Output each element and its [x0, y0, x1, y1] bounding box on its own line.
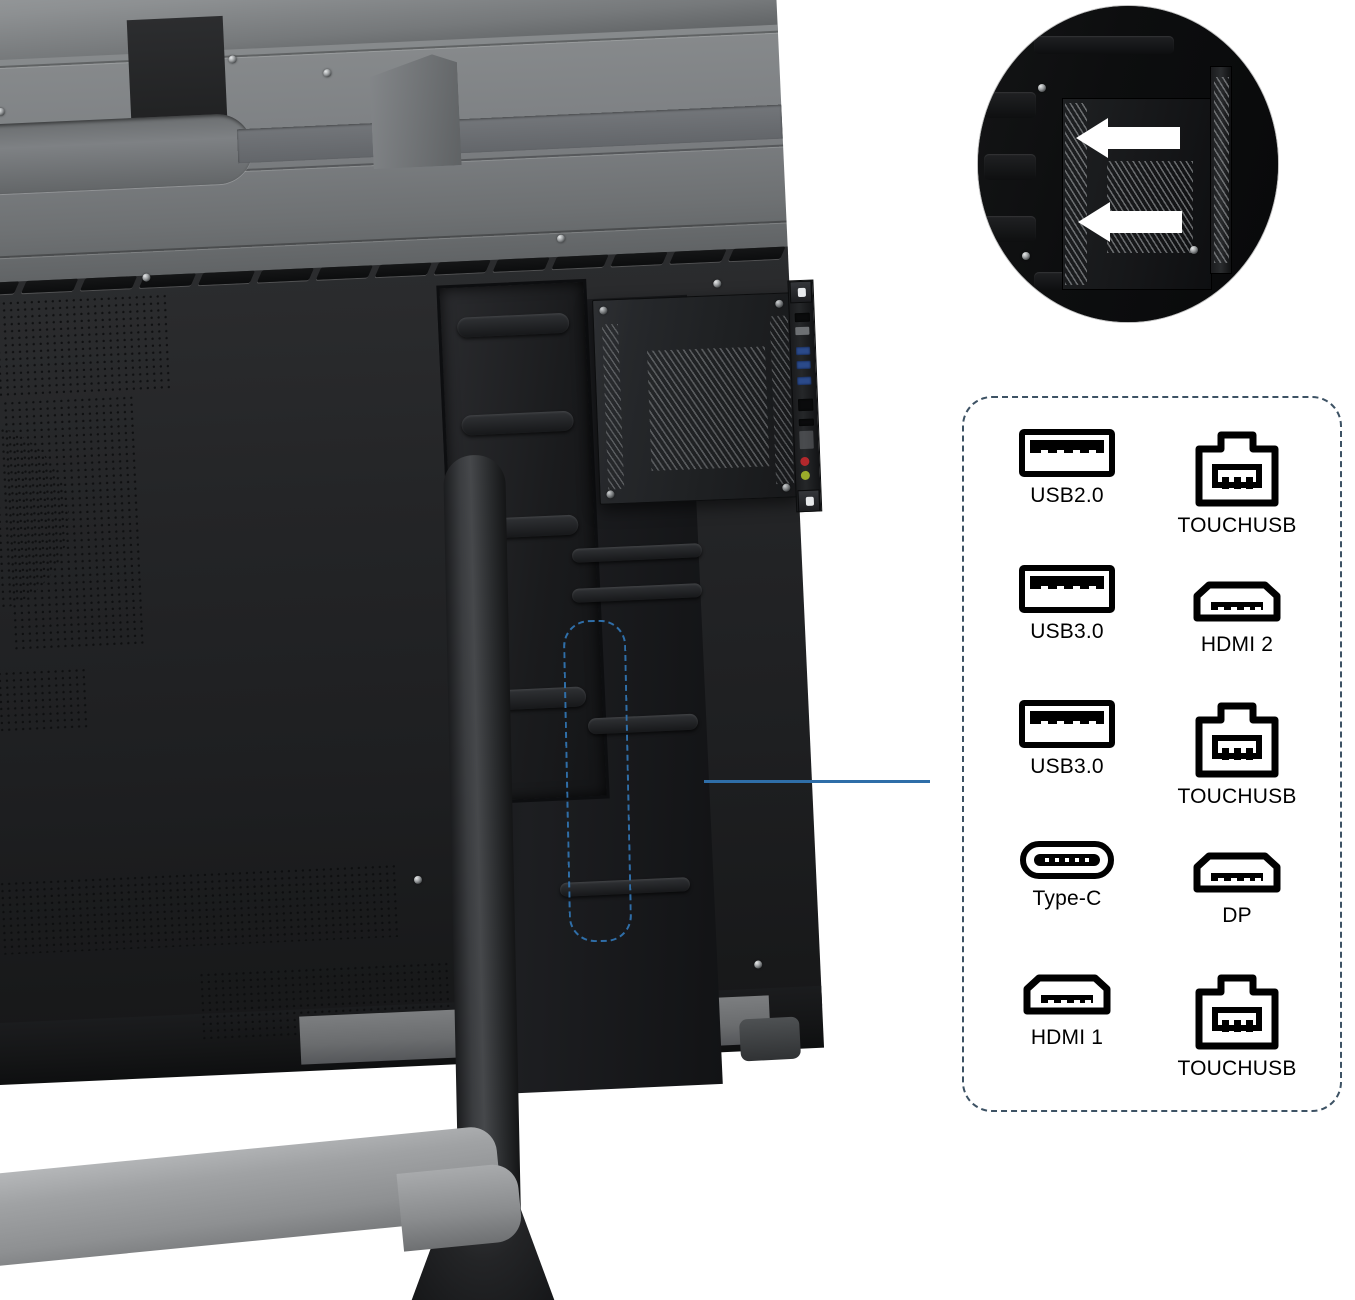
- speaker-grille-mid: [3, 396, 146, 652]
- hdmi-icon: [1023, 974, 1111, 1015]
- port-item-touchusb-1: TOUCHUSB: [1152, 414, 1322, 550]
- inset-io-plate: [1210, 66, 1232, 274]
- io-mount-ear-top: [789, 280, 813, 304]
- io-audio-out-jack: [800, 470, 811, 481]
- product-photo: [0, 0, 825, 1300]
- insertion-arrow-bottom: [1078, 202, 1182, 242]
- usb-a-icon: [1019, 700, 1115, 749]
- port-label: Type-C: [1032, 887, 1102, 911]
- port-item-hdmi2: HDMI 2: [1152, 550, 1322, 686]
- insertion-arrow-top: [1076, 118, 1180, 158]
- io-mount-ear-bottom: [797, 489, 821, 513]
- io-lan-port: [797, 398, 814, 412]
- stand-base-rail-end: [396, 1162, 524, 1252]
- port-item-hdmi1: HDMI 1: [982, 942, 1152, 1078]
- ops-side-vents: [601, 324, 625, 490]
- port-item-usb3-1: USB3.0: [982, 536, 1152, 672]
- port-item-touchusb-2: TOUCHUSB: [1152, 685, 1322, 821]
- port-legend-grid: USB2.0 TOUCHUSB USB3.0: [964, 398, 1340, 1110]
- ops-module-body: [592, 292, 800, 505]
- port-label: HDMI 2: [1200, 632, 1274, 656]
- inset-left-rail-3: [984, 216, 1036, 242]
- port-label: HDMI 1: [1030, 1025, 1104, 1049]
- hdmi-icon: [1193, 581, 1281, 622]
- io-hdmi-port: [794, 312, 810, 323]
- port-item-typec: Type-C: [982, 807, 1152, 943]
- port-label: TOUCHUSB: [1177, 1056, 1297, 1080]
- rj45-icon: [1195, 431, 1279, 507]
- io-serial-port: [798, 418, 814, 427]
- port-strip-highlight: [562, 619, 633, 943]
- ops-pc-module: [592, 279, 823, 520]
- ops-slot-insertion-detail: [978, 6, 1278, 322]
- rj45-icon: [1195, 702, 1279, 778]
- port-label: USB3.0: [1030, 755, 1104, 779]
- io-vga-port: [795, 326, 810, 336]
- stand-right-foot: [738, 1016, 802, 1062]
- displayport-icon: [1193, 852, 1281, 893]
- port-item-dp: DP: [1152, 821, 1322, 957]
- ops-mesh-vent: [646, 346, 770, 471]
- port-item-usb2: USB2.0: [982, 400, 1152, 536]
- usb-a-icon: [1019, 429, 1115, 478]
- port-label: TOUCHUSB: [1177, 514, 1297, 538]
- inset-left-rail-1: [984, 92, 1036, 118]
- rj45-icon: [1195, 974, 1279, 1050]
- port-item-touchusb-3: TOUCHUSB: [1152, 956, 1322, 1092]
- inset-left-rail-2: [984, 154, 1036, 180]
- port-item-usb3-2: USB3.0: [982, 671, 1152, 807]
- port-label: USB2.0: [1030, 484, 1104, 508]
- port-label: DP: [1222, 904, 1252, 928]
- port-label: TOUCHUSB: [1177, 785, 1297, 809]
- io-usb3-port-1: [795, 346, 811, 356]
- io-usb3-port-2: [796, 360, 811, 370]
- inset-top-rail: [1034, 36, 1174, 54]
- inset-mesh-center: [1107, 161, 1193, 253]
- port-label: USB3.0: [1030, 619, 1104, 643]
- usb-a-icon: [1019, 564, 1115, 613]
- callout-leader-line: [704, 780, 930, 783]
- io-vent-slot: [799, 430, 814, 450]
- usb-c-icon: [1020, 841, 1114, 880]
- io-usb3-port-3: [797, 376, 812, 386]
- io-audio-mic-jack: [800, 456, 810, 467]
- port-legend-panel: USB2.0 TOUCHUSB USB3.0: [962, 396, 1342, 1112]
